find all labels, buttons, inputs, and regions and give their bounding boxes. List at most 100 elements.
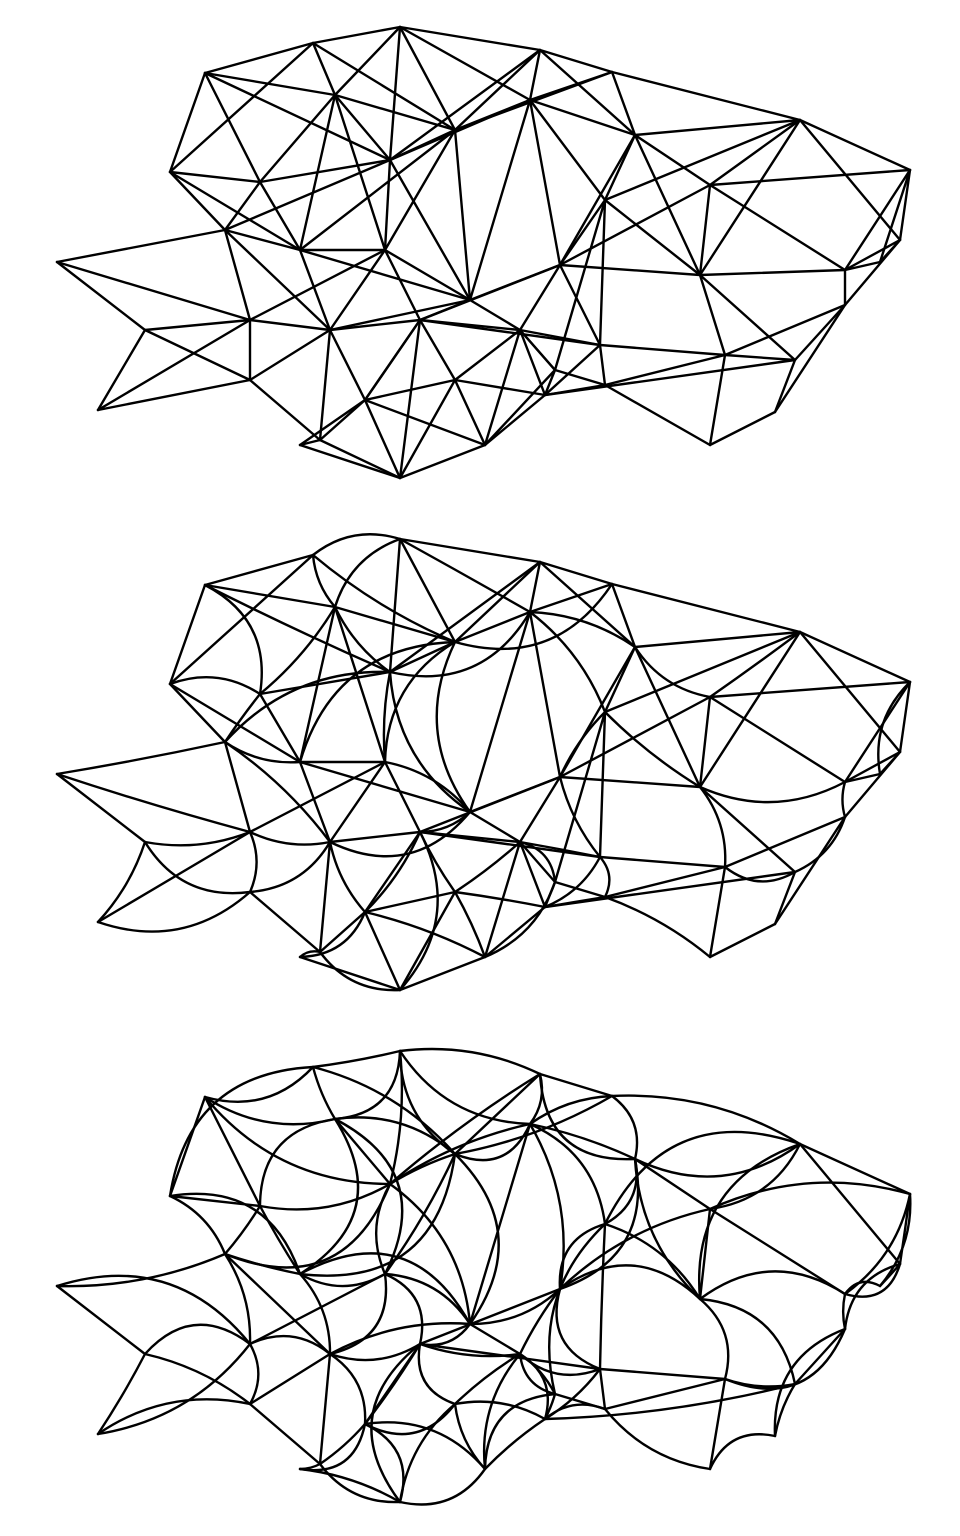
straight-edge — [698, 118, 802, 277]
curved-edge — [453, 1152, 500, 1326]
straight-edge — [483, 905, 547, 959]
straight-edge — [333, 25, 402, 97]
curved-edge — [258, 1204, 302, 1276]
straight-edge — [383, 248, 422, 322]
straight-edge — [878, 168, 912, 264]
straight-edge — [143, 318, 252, 332]
straight-edge — [363, 378, 457, 402]
straight-edge — [543, 880, 557, 909]
straight-edge — [558, 775, 702, 789]
straight-edge — [528, 98, 637, 137]
straight-edge — [558, 263, 602, 347]
straight-edge — [398, 443, 487, 480]
curved-edge — [311, 533, 402, 557]
curved-edge — [298, 1422, 367, 1472]
straight-edge — [96, 318, 252, 412]
curved-edge — [482, 1352, 522, 1471]
straight-edge — [538, 560, 614, 586]
curved-edge — [333, 1116, 457, 1156]
straight-edge — [553, 880, 607, 899]
straight-edge — [55, 1284, 147, 1356]
straight-edge — [398, 537, 457, 644]
straight-edge — [528, 98, 562, 267]
curved-edge — [298, 1272, 332, 1356]
curved-edge — [248, 840, 332, 894]
curved-edge — [453, 890, 487, 959]
straight-edge — [543, 368, 557, 397]
curved-edge — [248, 830, 258, 894]
straight-edge — [298, 398, 367, 447]
straight-edge — [468, 1122, 532, 1326]
straight-edge — [453, 128, 472, 302]
curved-edge — [435, 640, 472, 814]
straight-edge — [298, 760, 332, 844]
straight-edge — [453, 378, 487, 447]
straight-edge — [203, 71, 392, 162]
straight-edge — [773, 303, 847, 414]
straight-edge — [558, 133, 637, 267]
straight-edge — [603, 118, 802, 202]
curved-edge — [168, 676, 262, 696]
straight-edge — [248, 1352, 332, 1406]
straight-edge — [328, 830, 422, 844]
curved-edge — [258, 1182, 392, 1211]
curved-edge — [528, 1122, 565, 1291]
curved-edge — [398, 1049, 532, 1126]
curved-edge — [388, 1182, 472, 1326]
straight-edge — [598, 710, 607, 859]
straight-edge — [878, 750, 902, 776]
straight-edge — [558, 183, 712, 267]
curved-edge — [528, 1094, 614, 1126]
curved-edge — [603, 1407, 712, 1471]
curved-edge — [55, 740, 227, 776]
curved-edge — [698, 785, 727, 869]
straight-edge — [453, 610, 532, 644]
straight-edge — [698, 183, 712, 277]
straight-edge — [708, 922, 777, 959]
straight-edge — [698, 785, 797, 874]
straight-edge — [453, 48, 542, 132]
straight-edge — [298, 955, 402, 992]
straight-edge — [798, 118, 902, 242]
curved-edge — [298, 910, 367, 959]
straight-edge — [598, 1367, 727, 1381]
straight-edge — [453, 560, 542, 644]
curved-edge — [453, 1402, 487, 1471]
straight-edge — [598, 343, 607, 387]
curved-edge — [483, 1392, 557, 1471]
curved-edge — [610, 1094, 639, 1161]
curved-edge — [398, 537, 532, 614]
straight-edge — [168, 553, 315, 686]
straight-edge — [388, 640, 457, 674]
straight-edge — [383, 248, 472, 302]
curved-edge — [603, 1222, 702, 1301]
straight-edge — [793, 303, 847, 362]
straight-edge — [398, 537, 542, 564]
curved-edge — [318, 1422, 367, 1466]
straight-edge — [388, 537, 402, 674]
curved-edge — [598, 855, 611, 899]
straight-edge — [388, 560, 542, 674]
straight-edge — [258, 692, 302, 764]
straight-edge — [168, 41, 315, 174]
straight-edge — [633, 645, 702, 789]
straight-edge — [258, 93, 337, 184]
straight-edge — [843, 260, 882, 272]
straight-edge — [468, 1322, 522, 1356]
straight-edge — [168, 682, 227, 744]
curved-edge — [698, 1297, 797, 1386]
curved-edge — [96, 840, 147, 924]
straight-edge — [298, 605, 337, 764]
straight-edge — [633, 630, 802, 649]
curved-edge — [841, 780, 847, 819]
curved-edge — [543, 1392, 557, 1421]
curved-edge — [96, 1398, 252, 1436]
curved-edge — [143, 830, 252, 847]
curved-edge — [223, 1204, 262, 1256]
network-diagram-straight-edges — [55, 25, 912, 480]
straight-edge — [598, 855, 727, 869]
straight-edge — [318, 1352, 332, 1466]
curved-edge — [518, 840, 557, 884]
straight-edge — [843, 168, 912, 272]
straight-edge — [96, 830, 252, 924]
